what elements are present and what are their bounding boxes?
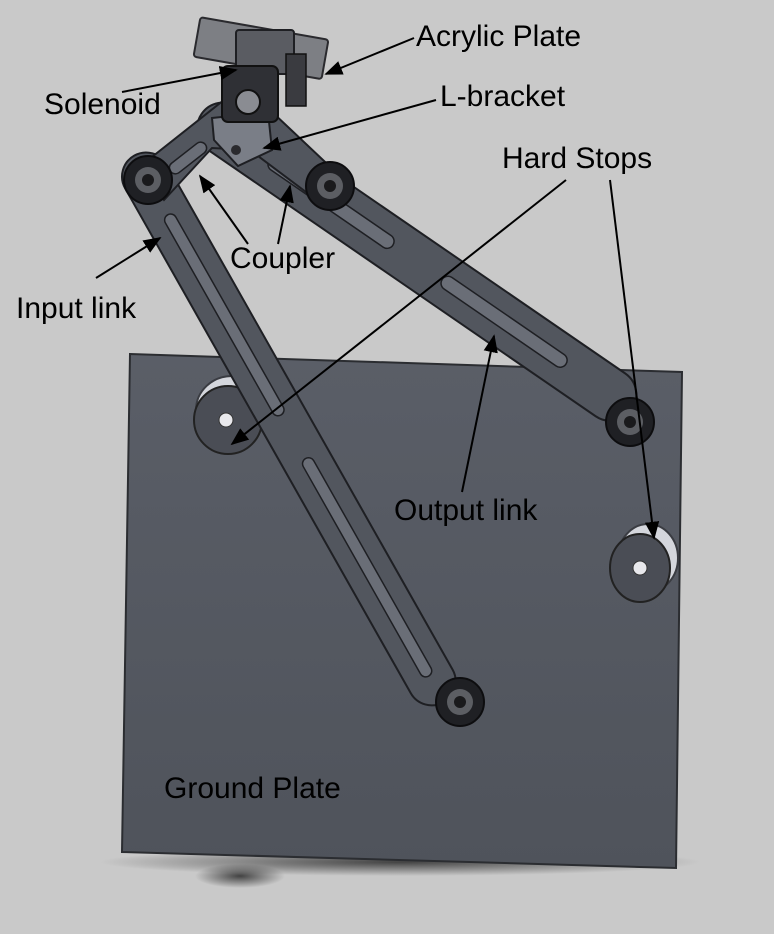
pivot-output-ground — [605, 397, 655, 447]
arrow-coupler-right — [277, 184, 294, 245]
input-link — [121, 151, 457, 707]
leader-lines — [95, 37, 660, 540]
ground-shadow-foot — [195, 864, 285, 888]
pivot-input-ground — [435, 677, 485, 727]
pivot-output-coupler — [305, 161, 355, 211]
arrow-input-link — [95, 237, 162, 279]
hard-stop-right — [609, 523, 679, 603]
arrow-coupler-left — [198, 174, 249, 245]
pivot-input-coupler — [123, 155, 173, 205]
label-hard-stops: Hard Stops — [502, 142, 653, 175]
label-l-bracket: L-bracket — [440, 80, 566, 113]
label-ground-plate: Ground Plate — [164, 772, 341, 805]
label-input-link: Input link — [16, 292, 137, 325]
arrow-l-bracket — [262, 99, 437, 151]
arrow-output-link — [461, 334, 498, 493]
label-solenoid: Solenoid — [44, 88, 161, 121]
arrow-solenoid — [121, 66, 238, 93]
arrow-acrylic-plate — [324, 37, 415, 75]
label-coupler: Coupler — [230, 242, 336, 275]
solenoid — [221, 29, 307, 123]
label-output-link: Output link — [394, 494, 538, 527]
label-acrylic-plate: Acrylic Plate — [416, 20, 582, 53]
arrow-hard-stop-right — [609, 179, 660, 540]
arrow-hard-stop-left — [230, 179, 567, 446]
